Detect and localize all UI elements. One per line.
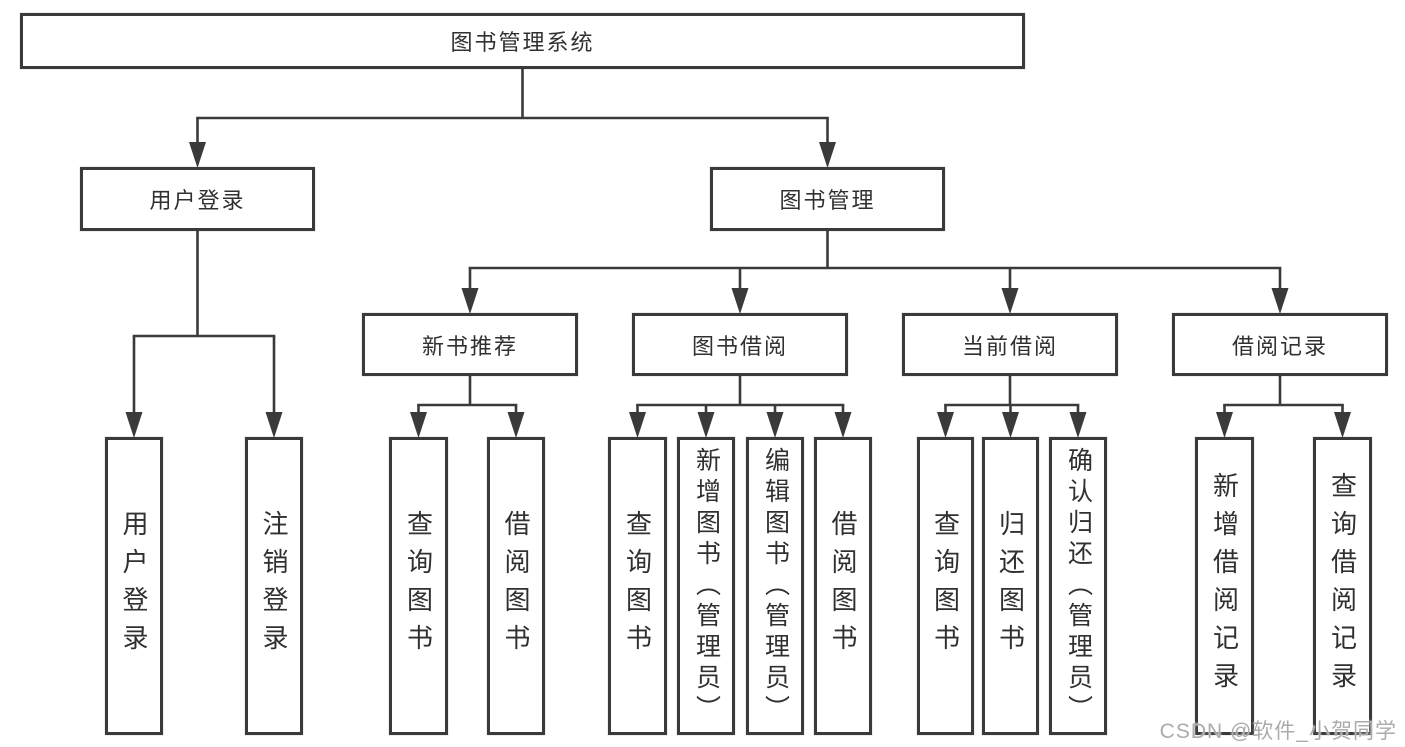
node-label: 借阅记录 (1231, 333, 1328, 359)
node-label: 用户登录 (119, 510, 149, 662)
node-label: 归还图书 (995, 510, 1026, 662)
node-label: 注销登录 (259, 510, 289, 662)
node-mgmt: 图书管理 (710, 167, 945, 231)
node-label: 新增图书（管理员） (692, 446, 721, 726)
node-label: 编辑图书（管理员） (761, 446, 790, 726)
node-l-query-current: 查询图书 (917, 437, 974, 735)
node-label: 查询图书 (622, 510, 653, 662)
node-root: 图书管理系统 (20, 13, 1025, 69)
node-records: 借阅记录 (1172, 313, 1388, 376)
node-label: 查询图书 (930, 510, 961, 662)
node-l-query-borrow: 查询图书 (608, 437, 667, 735)
node-label: 借阅图书 (501, 510, 531, 662)
node-label: 确认归还（管理员） (1064, 446, 1093, 726)
node-l-edit-book: 编辑图书（管理员） (746, 437, 804, 735)
node-label: 当前借阅 (961, 333, 1058, 359)
node-l-borrow-new: 借阅图书 (487, 437, 545, 735)
node-label: 图书管理 (779, 188, 876, 213)
node-label: 查询图书 (403, 510, 434, 662)
node-current: 当前借阅 (902, 313, 1118, 376)
node-l-user-login: 用户登录 (105, 437, 163, 735)
node-l-return-book: 归还图书 (982, 437, 1039, 735)
node-newbook: 新书推荐 (362, 313, 578, 376)
node-l-query-new: 查询图书 (389, 437, 448, 735)
node-l-logout: 注销登录 (245, 437, 303, 735)
node-l-add-record: 新增借阅记录 (1195, 437, 1254, 735)
node-label: 借阅图书 (828, 510, 858, 662)
node-l-add-book: 新增图书（管理员） (677, 437, 735, 735)
node-login: 用户登录 (80, 167, 315, 231)
node-l-borrow-book: 借阅图书 (814, 437, 872, 735)
node-l-query-record: 查询借阅记录 (1313, 437, 1372, 735)
node-label: 新书推荐 (421, 333, 518, 359)
node-label: 新增借阅记录 (1209, 472, 1240, 700)
node-label: 图书管理系统 (450, 30, 595, 55)
node-label: 用户登录 (149, 188, 246, 213)
watermark: CSDN @软件_小贺同学 (1159, 720, 1397, 743)
node-label: 图书借阅 (691, 333, 788, 359)
node-borrowing: 图书借阅 (632, 313, 848, 376)
node-l-confirm-return: 确认归还（管理员） (1049, 437, 1107, 735)
node-label: 查询借阅记录 (1327, 472, 1358, 700)
